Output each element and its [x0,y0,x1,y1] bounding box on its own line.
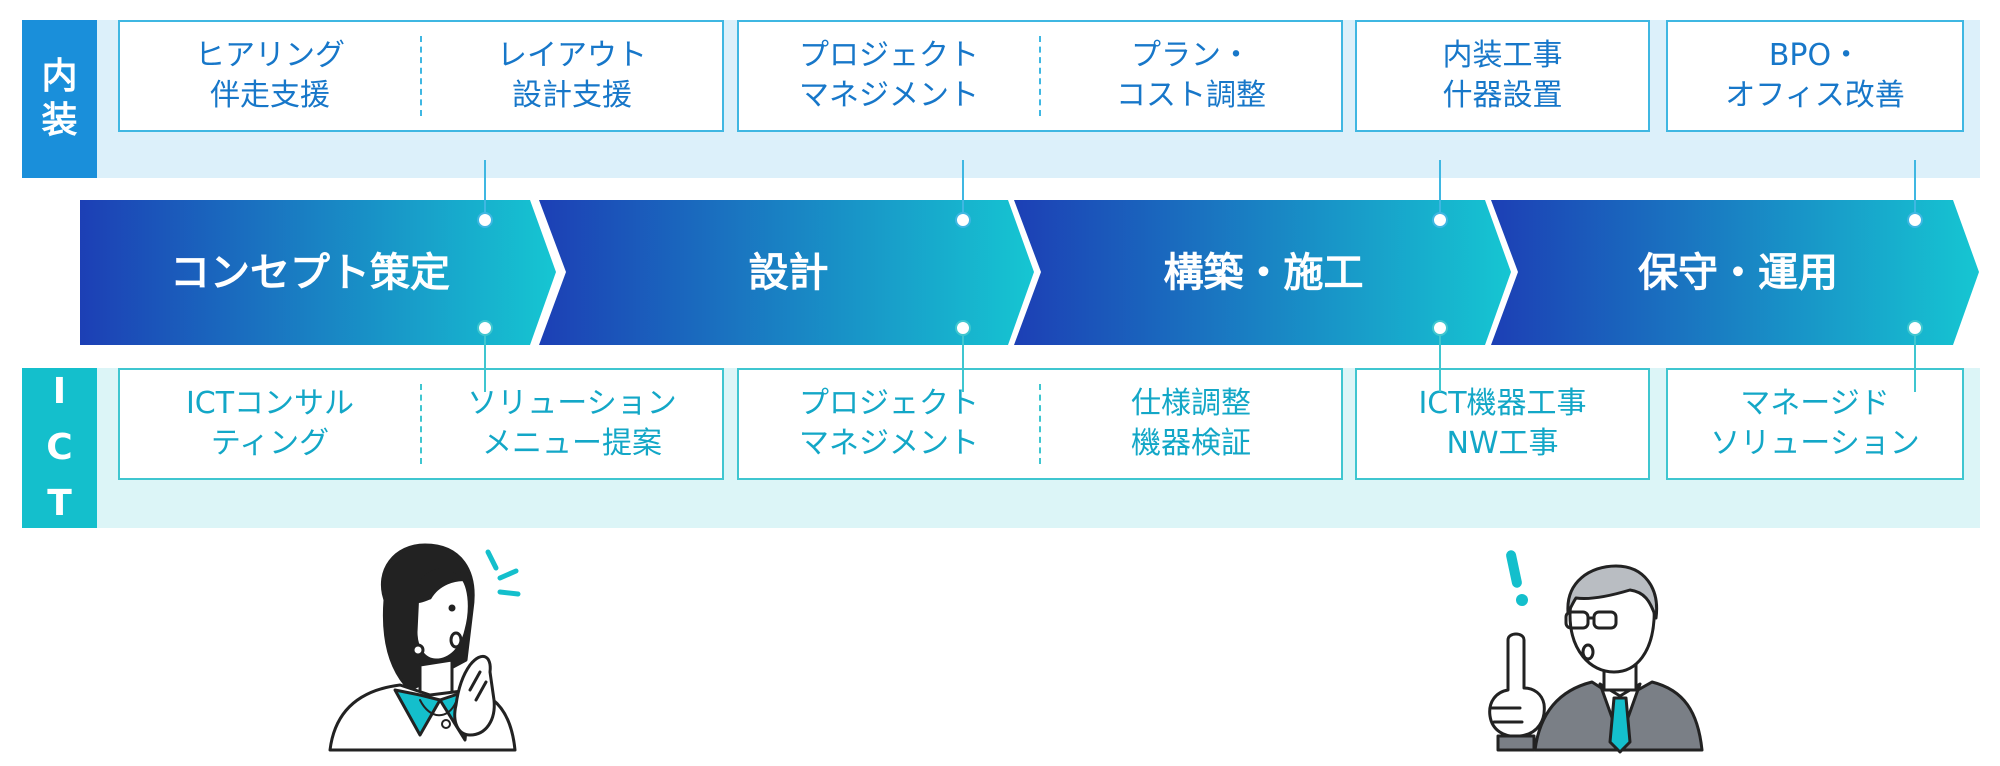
stage-arrow-build [1014,200,1511,345]
stage-label: コンセプト策定 [170,250,450,296]
stage-label: 設計 [748,250,829,296]
dashed-divider [1039,384,1041,464]
interior-item-project-management: プロジェクト マネジメント [739,22,1039,130]
ict-item-managed-solution: マネージド ソリューション [1668,370,1962,478]
stage-arrow-concept [80,200,556,345]
ict-card-design: プロジェクト マネジメント 仕様調整 機器検証 [737,368,1343,480]
item-line: BPO・ [1768,38,1862,73]
item-line: ティング [210,426,330,461]
item-line: ICTコンサル [185,386,355,421]
item-line: コスト調整 [1116,78,1266,113]
ict-label-char: I [52,371,67,412]
dashed-divider [420,384,422,464]
connector-dot [1907,320,1923,336]
item-line: 設計支援 [512,78,632,113]
ict-item-equipment-work: ICT機器工事 NW工事 [1357,370,1648,478]
connector-dot [955,212,971,228]
item-line: プロジェクト [799,386,979,421]
interior-card-build: 内装工事 什器設置 [1355,20,1650,132]
item-line: 機器検証 [1131,426,1251,461]
man-pointing-exclamation-icon [1488,550,1704,754]
stage-arrow-operation [1491,200,1979,345]
item-line: プロジェクト [799,38,979,73]
item-line: オフィス改善 [1725,78,1905,113]
ict-item-solution-menu: ソリューション メニュー提案 [422,370,722,478]
ict-label-char: T [47,483,72,524]
item-line: 内装工事 [1442,38,1563,73]
ict-band-label: I C T [22,368,97,528]
stage-label: 構築・施工 [1163,250,1364,296]
interior-item-plan-cost: プラン・ コスト調整 [1041,22,1341,130]
dashed-divider [1039,36,1041,116]
item-line: メニュー提案 [482,426,662,461]
interior-card-operation: BPO・ オフィス改善 [1666,20,1964,132]
ict-card-build: ICT機器工事 NW工事 [1355,368,1650,480]
interior-label-char: 内 [41,56,78,97]
connector-dot [1432,320,1448,336]
ict-card-operation: マネージド ソリューション [1666,368,1964,480]
interior-item-bpo: BPO・ オフィス改善 [1668,22,1962,130]
item-line: ヒアリング [195,38,345,73]
stage-arrow-design [539,200,1034,345]
interior-card-concept: ヒアリング 伴走支援 レイアウト 設計支援 [118,20,724,132]
item-line: マネジメント [799,78,979,113]
ict-item-consulting: ICTコンサル ティング [120,370,420,478]
ict-card-concept: ICTコンサル ティング ソリューション メニュー提案 [118,368,724,480]
connector-dot [1907,212,1923,228]
item-line: 什器設置 [1442,78,1563,113]
item-line: マネージド [1740,386,1890,421]
interior-label-char: 装 [41,100,78,141]
ict-item-spec-verification: 仕様調整 機器検証 [1041,370,1341,478]
ict-band: I C T ICTコンサル ティング ソリューション メニュー提案 プロジェクト… [22,368,1980,528]
ict-item-project-management: プロジェクト マネジメント [739,370,1039,478]
ict-label-char: C [46,427,73,468]
connector-dot [477,212,493,228]
item-line: プラン・ [1131,38,1251,73]
dashed-divider [420,36,422,116]
connector-dot [955,320,971,336]
item-line: 伴走支援 [210,78,330,113]
interior-item-hearing: ヒアリング 伴走支援 [120,22,420,130]
interior-band: 内 装 ヒアリング 伴走支援 レイアウト 設計支援 プロジェクト マネジメント … [22,20,1980,178]
connector-dot [477,320,493,336]
item-line: ICT機器工事 [1418,386,1587,421]
interior-band-label: 内 装 [22,20,97,178]
woman-surprised-icon [328,543,521,752]
connector-dot [1432,212,1448,228]
item-line: ソリューション [1710,426,1920,461]
item-line: ソリューション [467,386,677,421]
interior-item-construction: 内装工事 什器設置 [1357,22,1648,130]
stage-label: 保守・運用 [1638,250,1838,296]
item-line: マネジメント [799,426,979,461]
interior-card-design: プロジェクト マネジメント プラン・ コスト調整 [737,20,1343,132]
item-line: レイアウト [497,38,647,73]
interior-item-layout: レイアウト 設計支援 [422,22,722,130]
item-line: 仕様調整 [1131,386,1251,421]
item-line: NW工事 [1446,426,1559,461]
